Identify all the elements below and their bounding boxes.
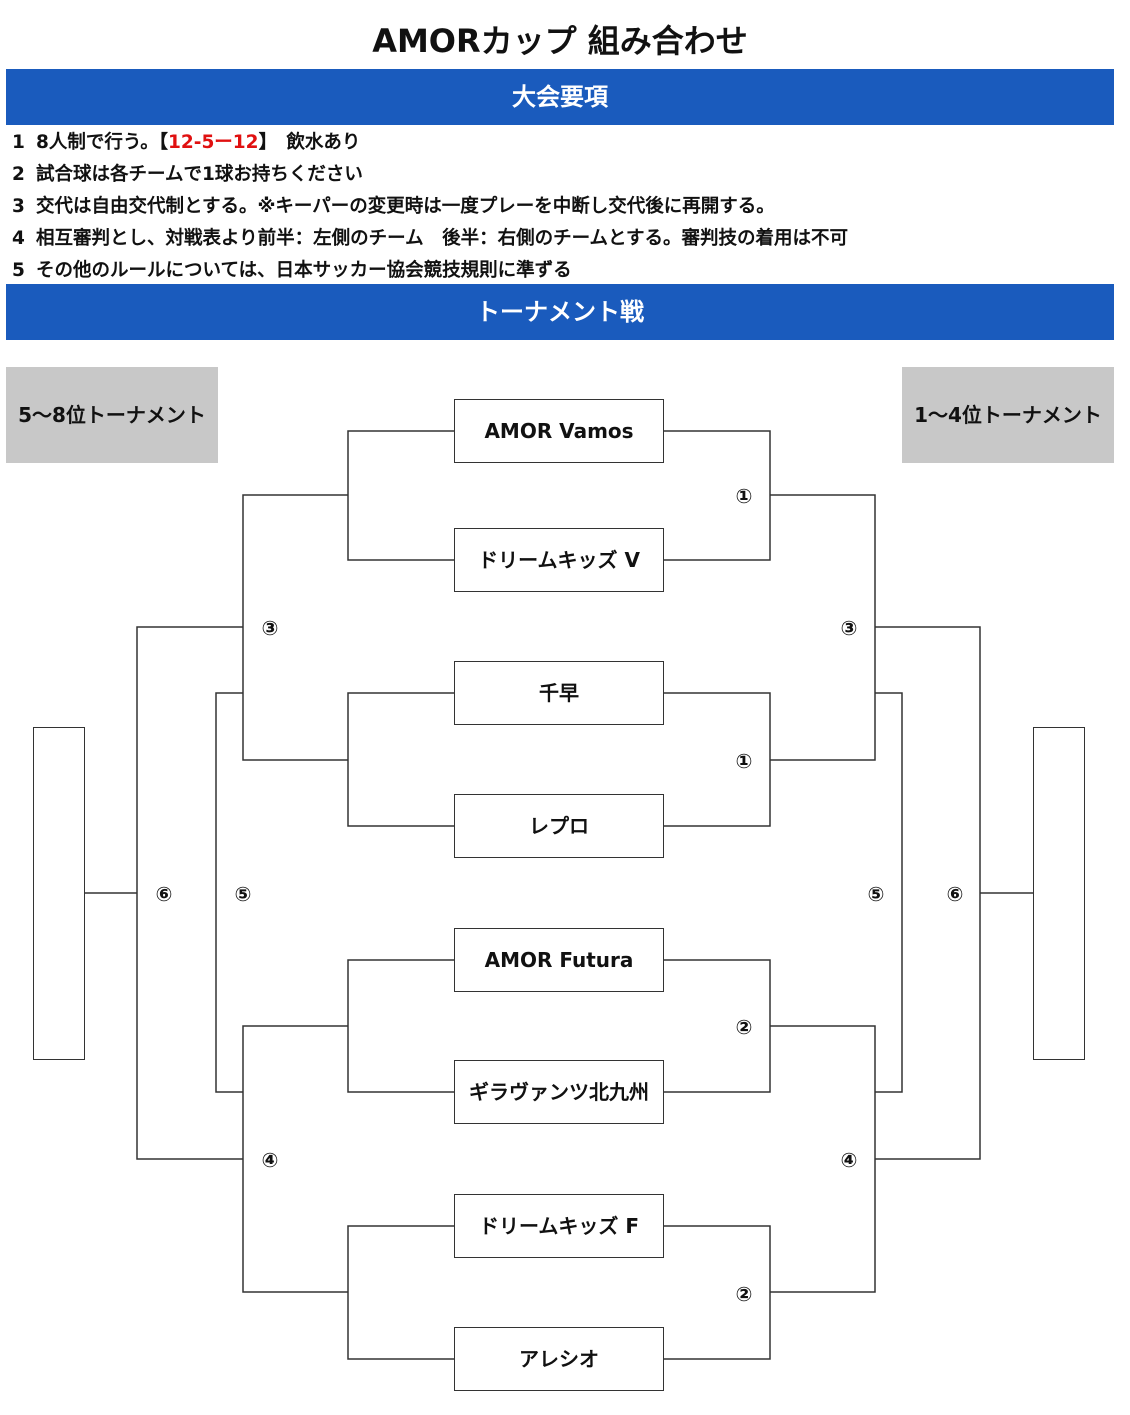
rule-text: 交代は自由交代制とする。※キーパーの変更時は一度プレーを中断し交代後に再開する。	[36, 196, 775, 217]
left-final-result-box	[33, 727, 85, 1060]
team-box: アレシオ	[454, 1327, 664, 1391]
team-box: AMOR Futura	[454, 928, 664, 992]
match-label-5-right: ⑤	[867, 882, 885, 906]
rule-item-2: 2 試合球は各チームで1球お持ちください	[12, 160, 1112, 192]
rule-item-4: 4 相互審判とし、対戦表より前半：左側のチーム 後半：右側のチームとする。審判技の…	[12, 224, 1112, 256]
left-m5-connector	[215, 692, 243, 1093]
match-label-1-lower: ①	[735, 749, 753, 773]
match-label-3-left: ③	[261, 616, 279, 640]
rule-item-1: 1 8人制で行う。【12-5ー12】 飲水あり	[12, 128, 1112, 160]
match-label-2-lower: ②	[735, 1282, 753, 1306]
rule-text: 8人制で行う。【	[36, 132, 169, 153]
rule-number: 3	[12, 196, 25, 217]
rule-number: 4	[12, 228, 25, 249]
team-box: ドリームキッズ V	[454, 528, 664, 592]
match-label-4-left: ④	[261, 1148, 279, 1172]
match-label-2-upper: ②	[735, 1015, 753, 1039]
team-box: AMOR Vamos	[454, 399, 664, 463]
rule-text: 相互審判とし、対戦表より前半：左側のチーム 後半：右側のチームとする。審判技の着…	[36, 228, 848, 249]
team-box: 千早	[454, 661, 664, 725]
page-title: AMORカップ 組み合わせ	[372, 22, 748, 60]
rule-highlight: 12-5ー12	[168, 132, 259, 153]
team-box: ギラヴァンツ北九州	[454, 1060, 664, 1124]
right-m5-connector	[875, 692, 903, 1093]
left-r1-connector-c	[347, 959, 454, 1093]
tournament-section-banner: トーナメント戦	[6, 284, 1114, 340]
left-r1-connector-b	[347, 692, 454, 827]
right-final-result-box	[1033, 727, 1085, 1060]
match-label-1-upper: ①	[735, 484, 753, 508]
team-box: ドリームキッズ F	[454, 1194, 664, 1258]
rules-section-banner: 大会要項	[6, 69, 1114, 125]
rule-item-3: 3 交代は自由交代制とする。※キーパーの変更時は一度プレーを中断し交代後に再開する…	[12, 192, 1112, 224]
left-r1-connector-d	[347, 1225, 454, 1360]
rule-text: その他のルールについては、日本サッカー協会競技規則に準ずる	[36, 260, 572, 281]
rule-number: 2	[12, 164, 25, 185]
match-label-4-right: ④	[840, 1148, 858, 1172]
right-bracket-label: 1〜4位トーナメント	[902, 367, 1114, 463]
left-r1-connector-a	[347, 430, 454, 561]
rule-number: 1	[12, 132, 25, 153]
match-label-6-left: ⑥	[155, 882, 173, 906]
match-label-5-left: ⑤	[234, 882, 252, 906]
rule-text-tail: 】 飲水あり	[258, 132, 361, 153]
rule-text: 試合球は各チームで1球お持ちください	[36, 164, 363, 185]
rule-number: 5	[12, 260, 25, 281]
left-bracket-label: 5〜8位トーナメント	[6, 367, 218, 463]
match-label-6-right: ⑥	[946, 882, 964, 906]
match-label-3-right: ③	[840, 616, 858, 640]
rule-item-5: 5 その他のルールについては、日本サッカー協会競技規則に準ずる	[12, 256, 1112, 288]
team-box: レプロ	[454, 794, 664, 858]
rules-list: 1 8人制で行う。【12-5ー12】 飲水あり 2 試合球は各チームで1球お持ちくだ…	[12, 128, 1112, 288]
